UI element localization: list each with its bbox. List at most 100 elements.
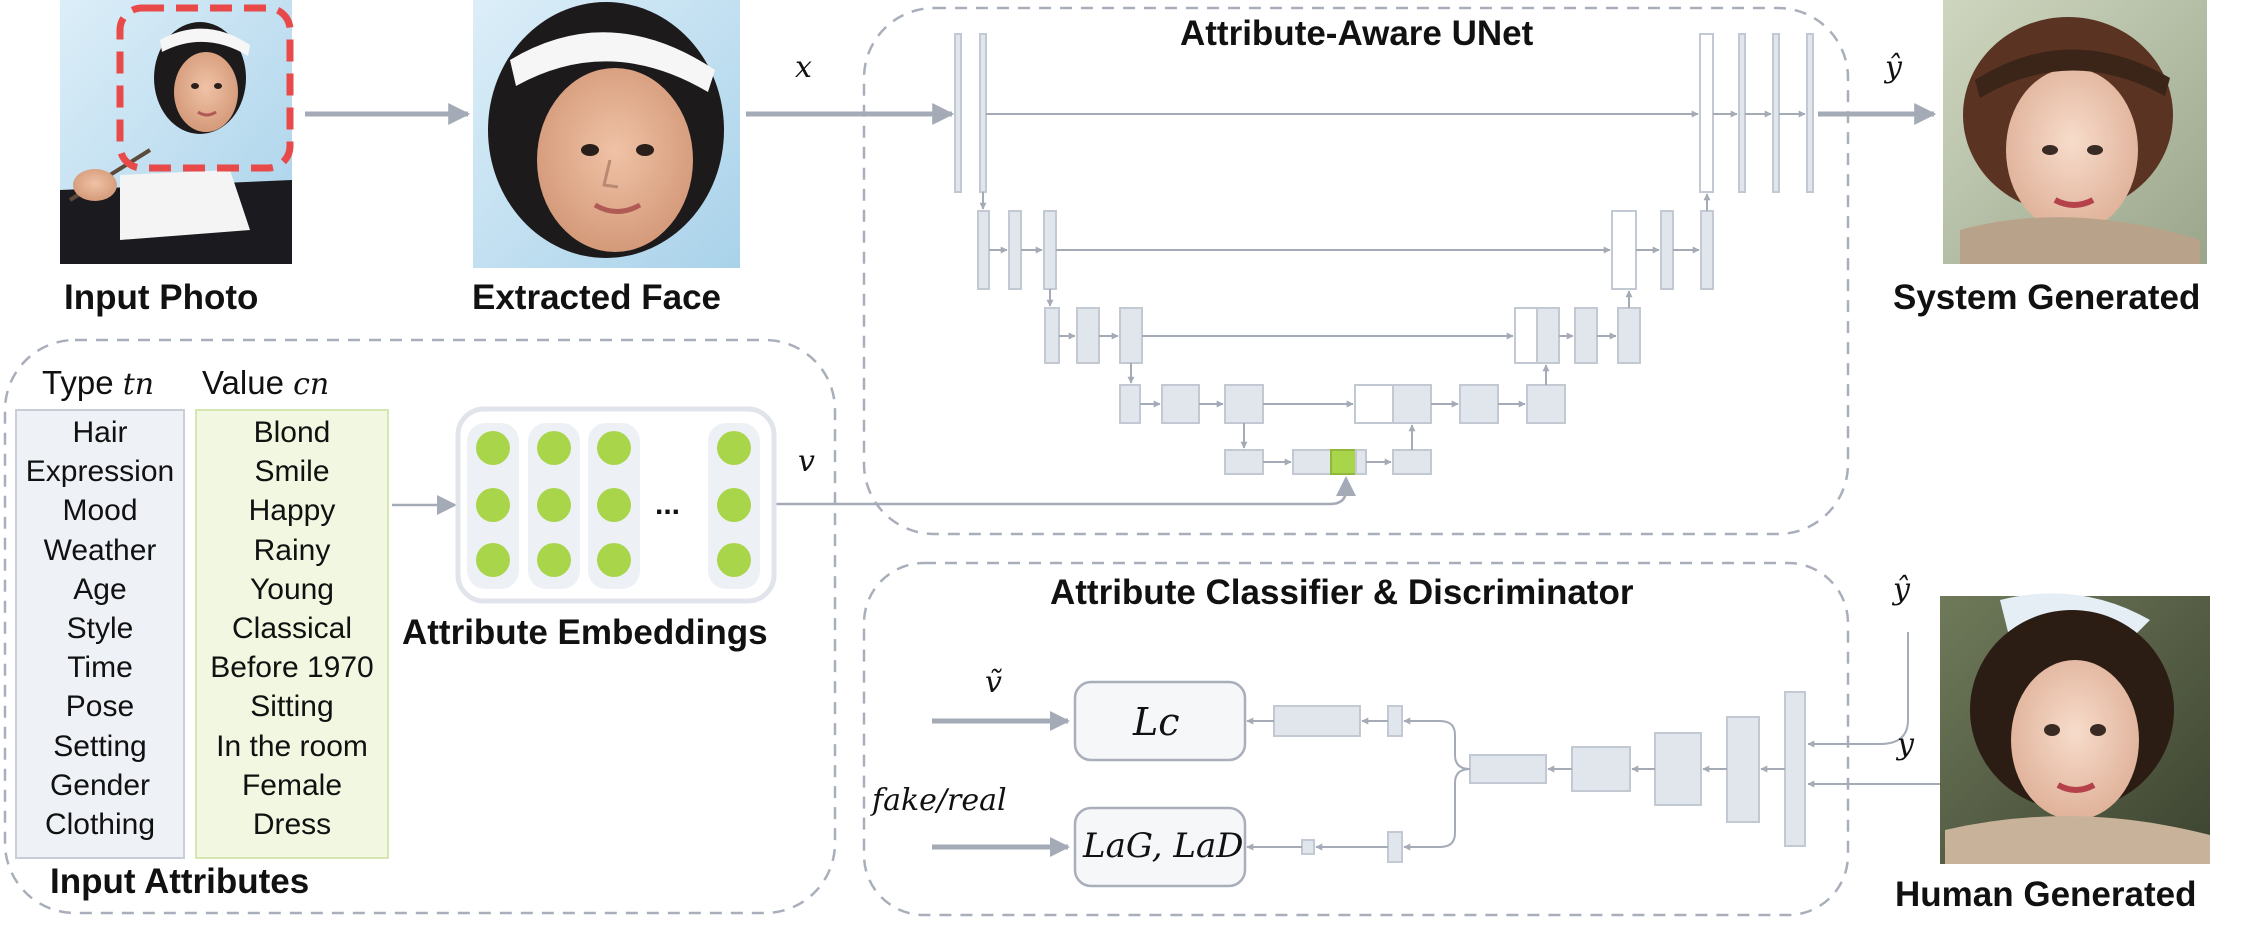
embedding-dot (597, 543, 631, 577)
classification-loss-label: Lc (1133, 700, 1180, 744)
unet-bottleneck-attribute (1330, 449, 1357, 475)
type-cell: Hair (72, 416, 128, 449)
system-generated-photo (1943, 0, 2207, 264)
classifier-network (1273, 691, 1806, 863)
unet-dec-l2-concat (1611, 210, 1637, 290)
type-column-header: Type tn (42, 364, 154, 402)
y-hat-right-label: ŷ (1893, 572, 1910, 607)
classifier-arrows (1246, 632, 1940, 851)
embedding-dot (476, 543, 510, 577)
human-generated-caption: Human Generated (1895, 875, 2197, 914)
unet-dec-l4-a (1459, 384, 1499, 424)
embedding-to-bottleneck-arrow (776, 476, 1356, 506)
unet-title: Attribute-Aware UNet (1180, 14, 1534, 53)
input-photo (60, 0, 294, 264)
embeddings-ellipsis: ... (655, 488, 681, 521)
type-cell: Setting (53, 729, 147, 763)
unet-dec-l4-concat-up (1392, 384, 1432, 424)
input-attributes-caption: Input Attributes (50, 862, 310, 901)
value-column-header: Value cn (202, 364, 329, 402)
unet-enc-l4-a (1119, 384, 1141, 424)
unet-enc-l2-c (1043, 210, 1057, 290)
embedding-dot (717, 543, 751, 577)
embedding-dot (537, 543, 571, 577)
unet-dec-l1-c (1806, 33, 1814, 193)
type-cell: Mood (62, 494, 138, 528)
unet-dec-l2-b (1700, 210, 1714, 290)
unet-region (862, 6, 1850, 536)
unet-architecture (954, 33, 1814, 475)
attributes-region (3, 338, 837, 915)
attribute-embeddings-caption: Attribute Embeddings (402, 613, 768, 652)
type-cell: Age (73, 572, 127, 606)
embedding-dot (537, 488, 571, 522)
unet-dec-l1-a (1738, 33, 1746, 193)
value-cell: In the room (216, 729, 368, 763)
value-cell: Rainy (253, 533, 331, 567)
unet-enc-l3-c (1119, 307, 1143, 364)
unet-dec-l3-a (1574, 307, 1598, 364)
type-cell: Gender (49, 768, 151, 802)
embedding-dot (597, 431, 631, 465)
embedding-dot (476, 488, 510, 522)
unet-dec-l1-b (1772, 33, 1780, 193)
unet-enc-l2-a (977, 210, 990, 290)
embedding-dot (476, 431, 510, 465)
unet-dec-l2-a (1660, 210, 1674, 290)
embeddings-panel (455, 406, 777, 604)
unet-dec-l3-concat-up (1536, 307, 1560, 364)
extracted-face-caption: Extracted Face (472, 278, 722, 317)
unet-bottleneck-b (1292, 449, 1332, 475)
type-cell: Style (66, 612, 134, 645)
classifier-title: Attribute Classifier & Discriminator (1050, 573, 1634, 612)
value-cell: Young (250, 572, 334, 606)
adversarial-loss-label: LaG, LaD (1083, 826, 1244, 866)
cls-layer-3 (1654, 732, 1702, 806)
unet-enc-l1-a (954, 33, 962, 193)
disc-head-tiny (1301, 839, 1315, 855)
adversarial-loss-box (1073, 806, 1247, 888)
value-cell: Before 1970 (210, 651, 374, 685)
value-symbol: cn (293, 367, 330, 402)
type-cell: Pose (65, 690, 135, 724)
classification-loss-box (1073, 680, 1247, 762)
unet-enc-l2-b (1008, 210, 1022, 290)
unet-dec-l4-concat-skip (1354, 384, 1394, 424)
cls-head-small (1387, 705, 1403, 737)
type-cell: Clothing (44, 808, 156, 841)
value-cell: Sitting (250, 690, 334, 724)
cls-layer-4 (1571, 746, 1631, 792)
y-label: y (1897, 727, 1914, 762)
extracted-face-photo (473, 0, 740, 268)
value-cell: Dress (252, 808, 332, 841)
value-cell: Classical (231, 612, 353, 645)
type-header-text: Type (42, 364, 114, 401)
fake-real-label: fake/real (872, 783, 1007, 818)
system-generated-caption: System Generated (1893, 278, 2201, 317)
unet-dec-l3-concat-skip (1514, 307, 1538, 364)
embedding-dot (717, 488, 751, 522)
v-label: v (798, 444, 815, 479)
classifier-region (862, 561, 1850, 917)
type-cell: Weather (43, 533, 157, 567)
y-hat-top-label: ŷ (1885, 50, 1902, 85)
disc-head-small (1387, 831, 1403, 863)
x-label: x (795, 50, 812, 85)
unet-bottleneck-up (1392, 449, 1432, 475)
type-symbol: tn (122, 367, 155, 402)
embedding-dot (717, 431, 751, 465)
embedding-dot (537, 431, 571, 465)
unet-bottleneck-c (1355, 449, 1367, 475)
loss-boxes (1073, 680, 1247, 888)
face-crop-box (116, 4, 294, 172)
input-photo-caption: Input Photo (64, 278, 259, 317)
unet-dec-l1-concat (1699, 33, 1714, 193)
unet-enc-l4-b (1161, 384, 1200, 424)
cls-layer-2 (1726, 716, 1760, 823)
value-cell: Happy (248, 494, 336, 528)
value-cell: Blond (253, 416, 331, 449)
cls-head-fc (1273, 705, 1361, 737)
cls-layer-1 (1784, 691, 1806, 847)
